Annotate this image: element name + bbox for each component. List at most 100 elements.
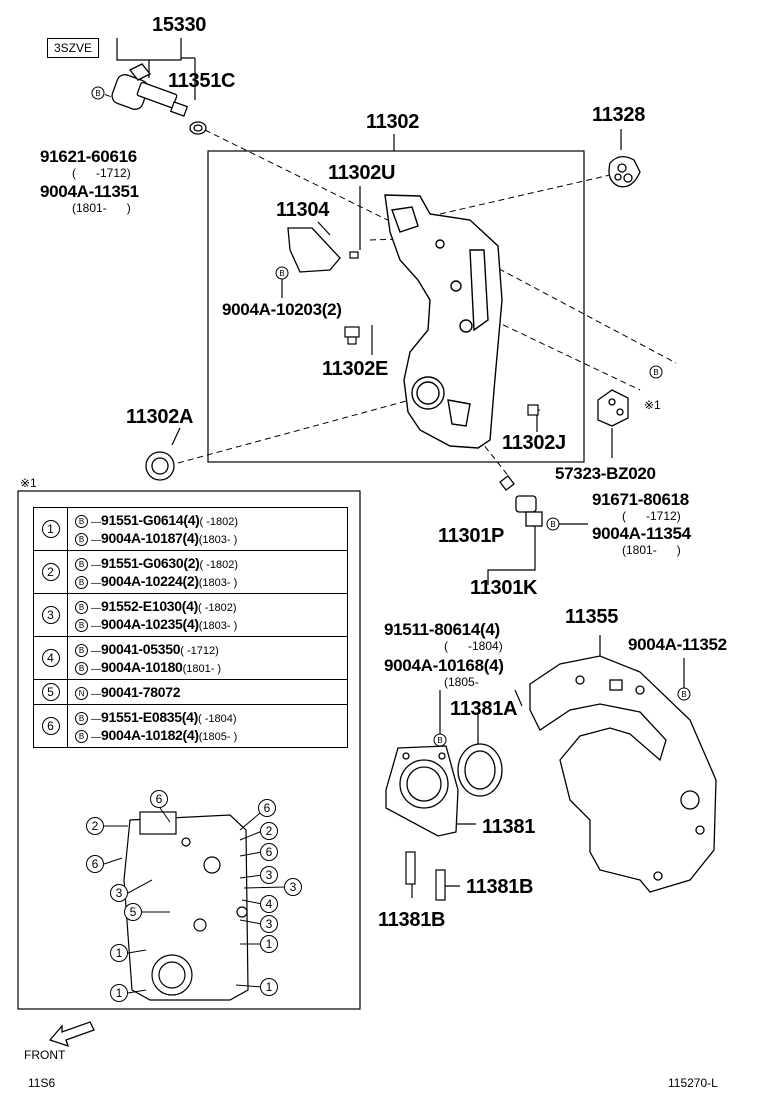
footer-right-code: 115270-L bbox=[668, 1076, 718, 1090]
nut-icon: N bbox=[75, 687, 88, 700]
parts-cell: N—90041-78072 bbox=[67, 679, 348, 705]
part-date-range: ( -1802) bbox=[198, 602, 237, 614]
part-number[interactable]: 91551-G0630(2) bbox=[101, 555, 200, 571]
part-date-range: (1805- ) bbox=[198, 731, 238, 743]
row-number-cell: 6 bbox=[33, 704, 68, 748]
row-number-badge: 5 bbox=[41, 683, 60, 701]
parts-cell: B—91552-E1030(4)( -1802) B—9004A-10235(4)… bbox=[67, 593, 348, 637]
date-9004A-11354: (1801- ) bbox=[622, 543, 681, 557]
label-9004A-11354[interactable]: 9004A-11354 bbox=[592, 524, 691, 543]
bolt-icon: B bbox=[75, 730, 88, 743]
leader-dash: — bbox=[91, 646, 101, 657]
oil-control-valve-15330 bbox=[111, 63, 207, 135]
callout-callouts_left-1: 6 bbox=[86, 855, 104, 873]
part-number[interactable]: 9004A-10187(4) bbox=[101, 530, 199, 546]
label-9004A-11352[interactable]: 9004A-11352 bbox=[628, 635, 727, 654]
label-11381A[interactable]: 11381A bbox=[450, 698, 518, 720]
label-11304[interactable]: 11304 bbox=[276, 199, 330, 221]
bolt-icon: B bbox=[75, 619, 88, 632]
sensor-11301 bbox=[499, 475, 543, 527]
callout-callouts_right-2: 3 bbox=[260, 866, 278, 884]
part-date-range: ( -1712) bbox=[180, 645, 219, 657]
label-15330[interactable]: 15330 bbox=[152, 14, 207, 36]
label-11381B-right[interactable]: 11381B bbox=[466, 876, 534, 898]
label-91621-60616[interactable]: 91621-60616 bbox=[40, 147, 137, 166]
label-91671-80618[interactable]: 91671-80618 bbox=[592, 490, 689, 509]
part-number[interactable]: 9004A-10182(4) bbox=[101, 727, 199, 743]
svg-text:B: B bbox=[550, 520, 555, 529]
part-line: B—91551-G0630(2)( -1802) bbox=[68, 554, 347, 572]
svg-text:B: B bbox=[437, 736, 442, 745]
callout-callouts_right-6: 1 bbox=[260, 935, 278, 953]
bolt-icon: B bbox=[75, 558, 88, 571]
part-number[interactable]: 9004A-10180 bbox=[101, 659, 183, 675]
svg-text:B: B bbox=[279, 269, 284, 278]
part-date-range: (1803- ) bbox=[198, 577, 238, 589]
label-11381B-bottom[interactable]: 11381B bbox=[378, 909, 446, 931]
label-11302[interactable]: 11302 bbox=[366, 111, 420, 133]
label-11351C[interactable]: 11351C bbox=[168, 70, 236, 92]
part-number[interactable]: 9004A-10224(2) bbox=[101, 573, 199, 589]
callout-callouts_right-3: 3 bbox=[284, 878, 302, 896]
leader-dash: — bbox=[91, 603, 101, 614]
part-date-range: (1803- ) bbox=[198, 620, 238, 632]
parts-cell: B—91551-G0614(4)( -1802)B—9004A-10187(4)… bbox=[67, 507, 348, 551]
label-11301P[interactable]: 11301P bbox=[438, 525, 505, 547]
label-9004A-10168[interactable]: 9004A-10168(4) bbox=[384, 656, 504, 675]
label-11302A[interactable]: 11302A bbox=[126, 406, 194, 428]
leader-dash: — bbox=[91, 535, 101, 546]
part-line: B—90041-05350( -1712) bbox=[68, 640, 347, 658]
label-11381[interactable]: 11381 bbox=[482, 816, 536, 838]
date-91621: ( -1712) bbox=[72, 166, 131, 180]
label-11355[interactable]: 11355 bbox=[565, 606, 619, 628]
mini-cover-drawing bbox=[123, 811, 249, 1001]
label-11328[interactable]: 11328 bbox=[592, 104, 646, 126]
part-date-range: ( -1804) bbox=[198, 713, 237, 725]
part-line: B—9004A-10187(4)(1803- ) bbox=[68, 529, 347, 547]
part-number[interactable]: 91551-E0835(4) bbox=[101, 709, 198, 725]
part-number[interactable]: 90041-78072 bbox=[101, 684, 181, 700]
bolt-markers bbox=[91, 86, 691, 747]
leader-dash: — bbox=[91, 714, 101, 725]
oil-seal-11302A bbox=[145, 451, 175, 481]
leader-dash: — bbox=[91, 578, 101, 589]
row-number-cell: 3 bbox=[33, 593, 68, 637]
front-label: FRONT bbox=[24, 1048, 66, 1062]
part-date-range: (1801- ) bbox=[182, 663, 222, 675]
part-number[interactable]: 90041-05350 bbox=[101, 641, 181, 657]
parts-cell: B—91551-G0630(2)( -1802)B—9004A-10224(2)… bbox=[67, 550, 348, 594]
label-11302E[interactable]: 11302E bbox=[322, 358, 389, 380]
label-9004A-11351[interactable]: 9004A-11351 bbox=[40, 182, 139, 201]
part-date-range: ( -1802) bbox=[199, 516, 239, 528]
callout-callouts_top-0: 6 bbox=[150, 790, 168, 808]
plate-57323 bbox=[597, 389, 629, 427]
cover-11304 bbox=[287, 227, 341, 273]
bolt-marker-text: B bbox=[95, 89, 100, 98]
footer-left-code: 11S6 bbox=[28, 1076, 56, 1090]
part-line: B—91552-E1030(4)( -1802) bbox=[68, 597, 347, 615]
part-number[interactable]: 91552-E1030(4) bbox=[101, 598, 198, 614]
label-11301K[interactable]: 11301K bbox=[470, 577, 538, 599]
label-11302J[interactable]: 11302J bbox=[502, 432, 566, 454]
row-number-cell: 2 bbox=[33, 550, 68, 594]
bracket-11381 bbox=[385, 745, 459, 837]
label-91511-80614[interactable]: 91511-80614(4) bbox=[384, 620, 500, 639]
part-line: B—9004A-10224(2)(1803- ) bbox=[68, 572, 347, 590]
bolt-icon: B bbox=[75, 712, 88, 725]
part-date-range: ( -1802) bbox=[199, 559, 239, 571]
label-57323-BZ020[interactable]: 57323-BZ020 bbox=[555, 464, 656, 483]
leader-dash: — bbox=[91, 732, 101, 743]
note-ref-mark: ※1 bbox=[20, 476, 37, 490]
part-line: B—9004A-10180(1801- ) bbox=[68, 658, 347, 676]
part-number[interactable]: 9004A-10235(4) bbox=[101, 616, 199, 632]
leader-dash: — bbox=[91, 517, 101, 528]
part-number[interactable]: 91551-G0614(4) bbox=[101, 512, 200, 528]
note-ref-side: ※1 bbox=[644, 398, 661, 412]
part-date-range: (1803- ) bbox=[198, 534, 238, 546]
label-9004A-10203[interactable]: 9004A-10203(2) bbox=[222, 300, 342, 319]
label-11302U[interactable]: 11302U bbox=[328, 162, 396, 184]
